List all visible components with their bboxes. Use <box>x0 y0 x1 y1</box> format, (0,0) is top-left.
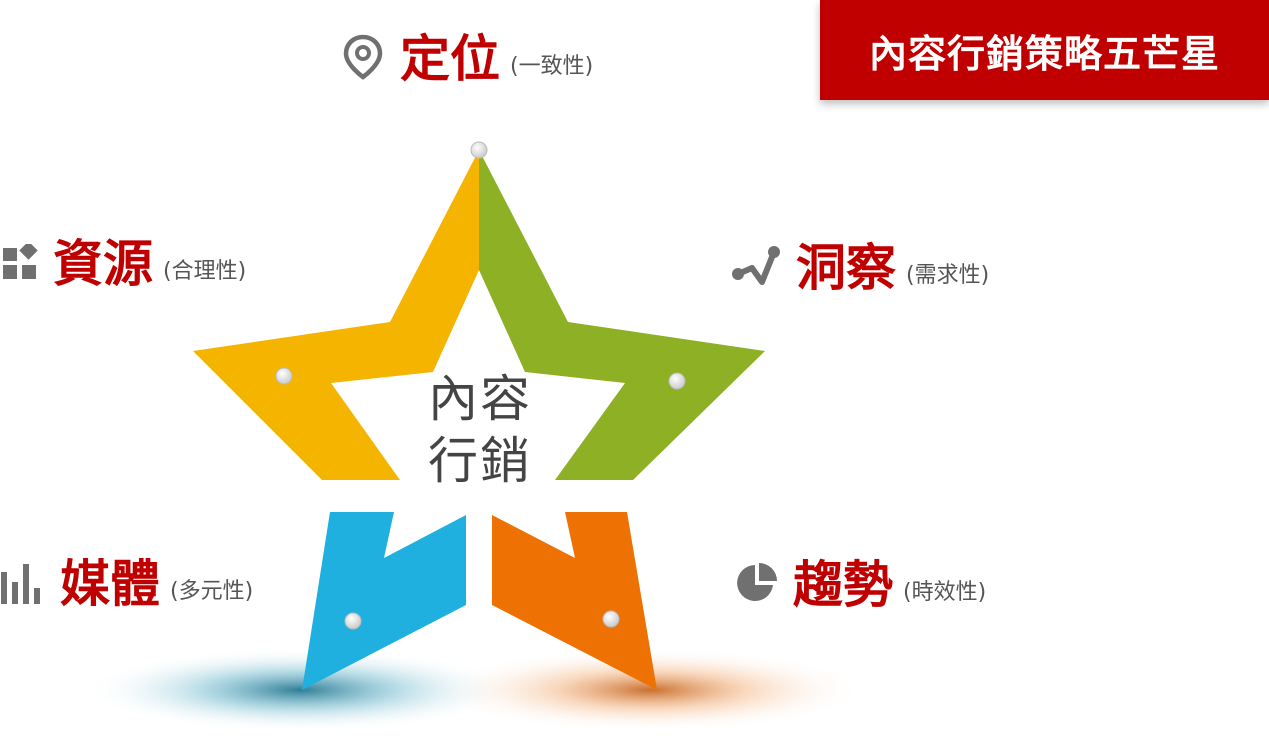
star-arm-blue <box>302 512 466 690</box>
star-arm-green <box>479 150 765 480</box>
label-upper-right-main: 洞察 <box>796 239 896 297</box>
node-lower-left <box>344 612 362 630</box>
node-upper-left <box>275 367 293 385</box>
label-upper-left: 資源 (合理性) <box>3 239 246 289</box>
label-upper-left-sub: (合理性) <box>163 259 247 284</box>
label-lower-right-main: 趨勢 <box>793 556 893 614</box>
label-lower-right: 趨勢 (時效性) <box>735 560 986 610</box>
label-upper-right: 洞察 (需求性) <box>730 243 989 293</box>
center-line-1: 內容 <box>428 370 532 428</box>
star-arm-orange <box>492 512 657 690</box>
center-line-2: 行銷 <box>428 432 532 490</box>
label-lower-right-sub: (時效性) <box>903 580 987 605</box>
label-top-sub: (一致性) <box>510 54 594 79</box>
label-upper-left-main: 資源 <box>53 235 153 293</box>
center-label: 內容 行銷 <box>400 368 560 492</box>
label-top: 定位 (一致性) <box>340 34 593 84</box>
grid-squares-icon <box>3 241 39 284</box>
label-lower-left-sub: (多元性) <box>170 579 254 604</box>
label-upper-right-sub: (需求性) <box>906 263 990 288</box>
line-graph-icon <box>730 244 782 292</box>
pie-chart-icon <box>735 561 779 609</box>
bar-chart-icon <box>0 560 46 608</box>
node-top <box>470 141 488 159</box>
title-text: 內容行銷策略五芒星 <box>868 31 1220 76</box>
blue-arm-shadow <box>85 648 515 732</box>
label-top-main: 定位 <box>400 30 500 88</box>
label-lower-left: 媒體 (多元性) <box>0 559 253 609</box>
orange-arm-shadow <box>435 648 865 732</box>
location-pin-icon <box>340 34 386 84</box>
node-lower-right <box>602 610 620 628</box>
label-lower-left-main: 媒體 <box>60 555 160 613</box>
star-arm-yellow <box>193 150 479 480</box>
node-upper-right <box>668 372 686 390</box>
title-banner: 內容行銷策略五芒星 <box>820 0 1269 100</box>
